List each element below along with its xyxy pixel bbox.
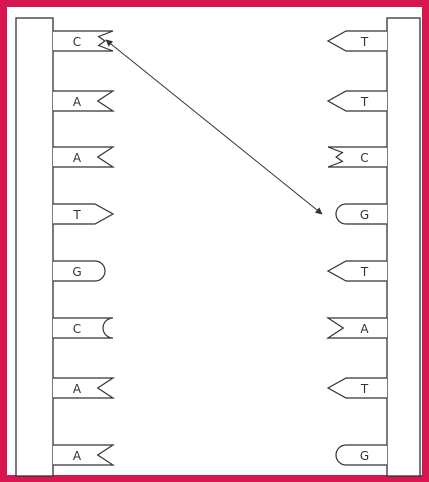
right-base-6: A <box>328 318 387 338</box>
right-base-1: T <box>328 31 387 51</box>
right-base-3: C <box>328 147 387 167</box>
left-base-2-letter: A <box>73 95 82 109</box>
right-base-2-shape <box>328 91 387 111</box>
right-strand-bases: T T C G T A T G <box>328 31 387 465</box>
left-strand-bases: C A A T G C A A <box>53 31 113 465</box>
left-base-3-shape <box>53 147 113 167</box>
right-base-7: T <box>328 378 387 398</box>
right-base-3-letter: C <box>360 151 368 165</box>
right-base-4: G <box>336 204 387 224</box>
right-base-5-shape <box>328 261 387 281</box>
right-base-8-letter: G <box>360 449 369 463</box>
right-base-8: G <box>336 445 387 465</box>
left-base-2-shape <box>53 91 113 111</box>
left-base-4-letter: T <box>72 208 81 222</box>
right-base-5: T <box>328 261 387 281</box>
left-base-6-shape <box>53 318 113 338</box>
right-base-6-shape <box>328 318 387 338</box>
left-backbone <box>16 18 53 476</box>
left-base-3: A <box>53 147 113 167</box>
right-base-7-letter: T <box>360 382 369 396</box>
left-base-7-shape <box>53 378 113 398</box>
left-base-4-shape <box>53 204 113 224</box>
right-base-7-shape <box>328 378 387 398</box>
left-base-1: C <box>53 31 113 51</box>
left-base-8-letter: A <box>73 449 82 463</box>
right-base-1-letter: T <box>360 35 369 49</box>
left-base-3-letter: A <box>73 151 82 165</box>
left-base-5-letter: G <box>72 265 81 279</box>
left-base-2: A <box>53 91 113 111</box>
left-base-8: A <box>53 445 113 465</box>
right-backbone <box>387 18 420 476</box>
right-base-5-letter: T <box>360 265 369 279</box>
right-base-3-shape <box>328 147 387 167</box>
right-base-2-letter: T <box>360 95 369 109</box>
pairing-arrow <box>106 40 322 214</box>
right-base-2: T <box>328 91 387 111</box>
left-base-7: A <box>53 378 113 398</box>
left-base-6-letter: C <box>73 322 81 336</box>
right-base-6-letter: A <box>360 322 369 336</box>
left-base-1-letter: C <box>73 35 81 49</box>
left-base-5: G <box>53 261 105 281</box>
left-base-6: C <box>53 318 113 338</box>
left-base-8-shape <box>53 445 113 465</box>
left-base-1-shape <box>53 31 113 51</box>
left-base-4: T <box>53 204 113 224</box>
right-base-1-shape <box>328 31 387 51</box>
left-base-7-letter: A <box>73 382 82 396</box>
right-base-4-letter: G <box>360 208 369 222</box>
